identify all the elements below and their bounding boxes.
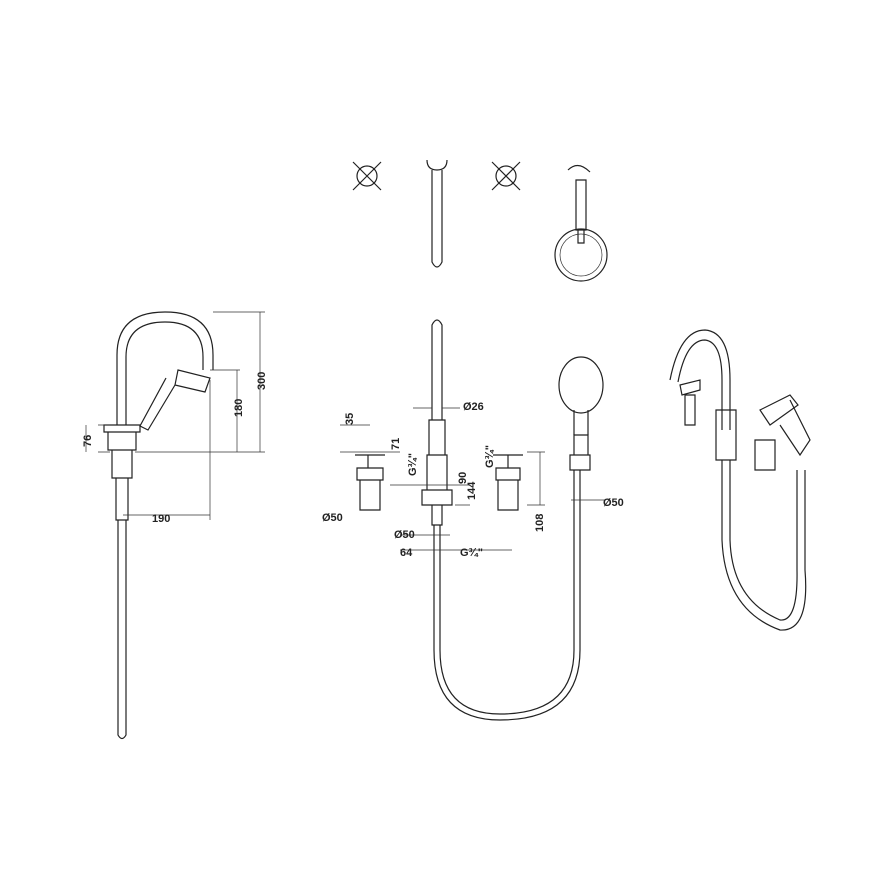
isometric-view: [669, 329, 811, 631]
dim-shower-holder-height: 108: [534, 514, 546, 532]
top-view-shower: [554, 164, 608, 282]
dim-spout-height: 300: [256, 372, 268, 390]
dim-base-height: 76: [82, 435, 94, 447]
top-view-left-handle: [352, 161, 382, 191]
dim-handle-height: 35: [344, 413, 356, 425]
front-view-valves: [340, 319, 605, 721]
dim-body-height: 90: [457, 472, 469, 484]
dim-shower-holder-diameter: Ø50: [603, 497, 624, 509]
dim-body-total-height: 144: [466, 481, 478, 500]
dim-spout-outlet-height: 180: [233, 399, 245, 417]
dim-valve-thread-right: G¾": [484, 445, 496, 468]
dim-body-diameter: Ø50: [394, 529, 415, 541]
top-view-right-handle: [491, 161, 521, 191]
dim-valve-height: 71: [390, 438, 402, 450]
dim-valve-diameter: Ø50: [322, 512, 343, 524]
top-view-spout: [426, 159, 448, 268]
dim-spout-diameter: Ø26: [463, 401, 484, 413]
dim-spout-base: 64: [400, 547, 413, 559]
dim-valve-thread: G¾": [407, 453, 419, 476]
dim-spout-reach: 190: [152, 513, 170, 525]
side-view-mixer: [85, 311, 265, 740]
dim-spout-thread: G¾": [460, 547, 483, 559]
